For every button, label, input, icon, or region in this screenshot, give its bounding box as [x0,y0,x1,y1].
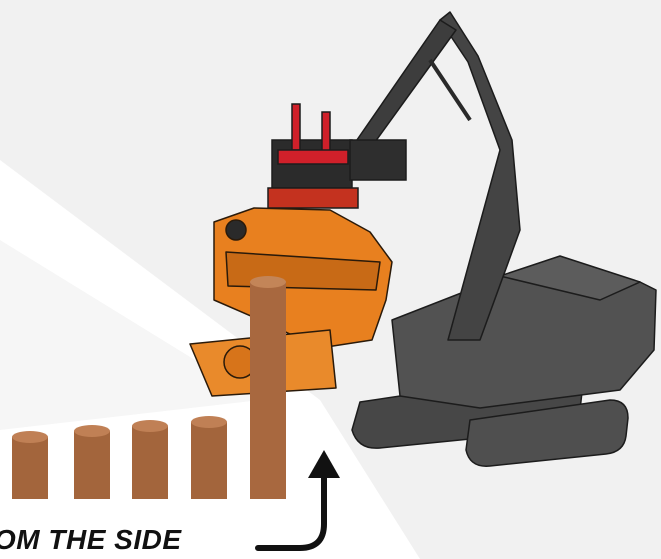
excavator-cab [499,255,641,301]
pile [74,425,110,499]
background-band-lower [0,240,260,430]
caption-text: OM THE SIDE [0,524,182,555]
excavator-boom [439,11,521,341]
pile [12,431,48,499]
excavator-cylinder [428,58,472,122]
rotator-head [267,103,407,209]
pile [191,416,227,499]
pile-being-driven [250,276,286,499]
pile [132,420,168,499]
piles [12,276,286,499]
excavator [349,11,657,467]
excavator-track-rear [465,399,629,467]
curved-arrow-icon [255,450,340,551]
